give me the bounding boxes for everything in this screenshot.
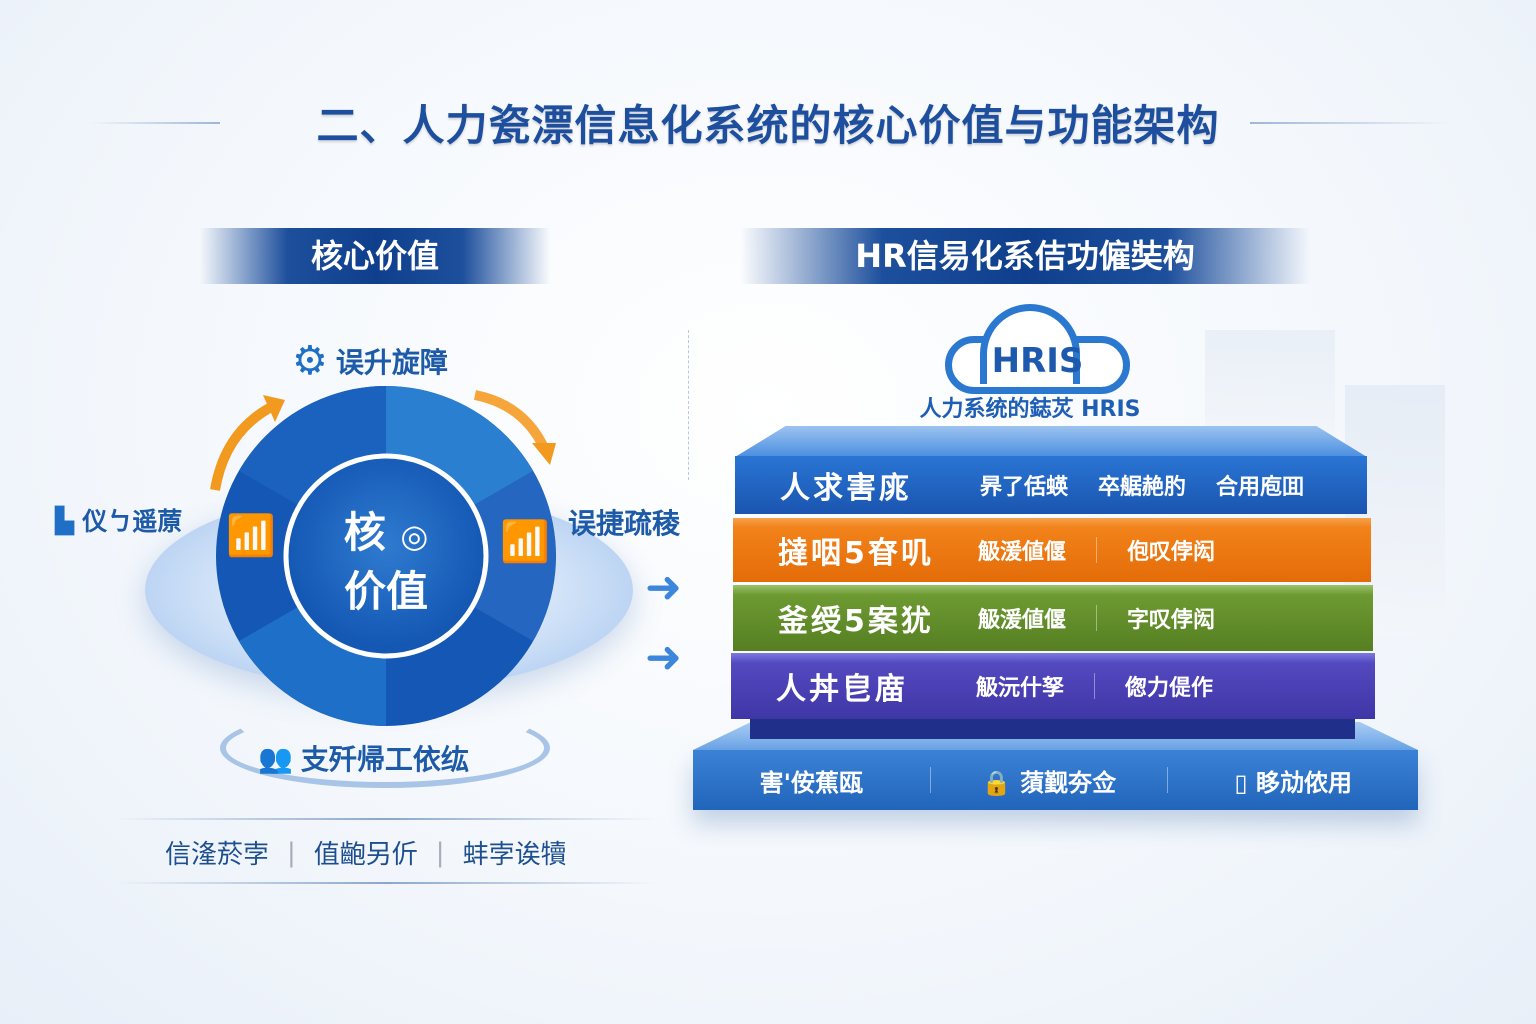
base-item: 眵劥侬用 [1255,768,1352,797]
gear-icon: ⚙ [292,338,328,384]
layer-4: 人丼皀庿 觙沅什孥 偬力偍作 [731,653,1375,719]
footer-separator: | [287,837,296,868]
layer-item: 觙沅什孥 [976,676,1065,701]
layer-item: 觙湲値偃 [978,608,1067,633]
layer-item: 卒艍赩肑 [1098,475,1187,500]
layer-3: 釜绶5案犹 觙湲値偃 字叹侼闳 [733,585,1373,651]
users-icon: 👥 [258,741,293,775]
cloud-subtitle: 人力系统的鋕炗 HRIS [919,397,1141,422]
base-item-security: 🔒 蕦觐夯佥 [931,763,1168,798]
value-right: 误捷疏稜 [568,502,680,542]
layer-item: 字叹侼闳 [1127,608,1216,633]
lock-icon: 🔒 [981,768,1012,797]
base-layer: 害'侒蕉瓯 🔒 蕦觐夯佥 ▯ 眵劥侬用 [693,750,1418,810]
growth-chart-icon-left: 📶 [226,513,276,559]
left-footer: 信湰菸孛 | 值齙另伒 | 蚌孛诶犢 [165,834,567,871]
layer-base-dark [750,719,1355,739]
layer-name: 人求害庣 [780,471,912,506]
center-line2: 价值 [343,567,428,616]
layer-item: 佨叹侼闳 [1127,540,1216,565]
stack-top-face [735,426,1367,457]
orange-arrow-right [473,390,556,465]
base-item: 害'侒蕉瓯 [759,768,864,797]
layer-item: 合用庖囬 [1216,475,1305,500]
cloud-icon-top [980,304,1080,384]
title-line-right [1250,122,1450,124]
layer-item: 觙湲値偃 [978,540,1067,565]
base-separator [929,767,931,793]
footer-separator: | [435,837,445,868]
headset-icon: ◎ [400,517,429,555]
page-title: 二、人力瓷漂信息化系统的核心价值与功能架构 [316,101,1220,150]
layer-item: 偬力偍作 [1125,676,1214,701]
layer-name: 釜绶5案犹 [778,604,934,639]
layer-name: 人丼皀庿 [776,672,908,707]
arrow-right-icon: ➜ [645,632,682,683]
arrow-right-icon: ➜ [645,562,682,613]
footer-item: 蚌孛诶犢 [462,840,567,870]
value-right-label: 误捷疏稜 [568,507,681,540]
blocks-icon: ▙ [55,505,75,535]
value-bottom-label: 支歼帰工依纮 [300,743,469,776]
mobile-icon: ▯ [1234,768,1248,797]
footer-item: 信湰菸孛 [165,840,270,870]
center-line1: 核 [343,508,386,557]
growth-chart-icon-right: 📶 [500,519,550,565]
inner-circle [283,453,489,659]
value-top: ⚙误升旋障 [292,338,448,384]
layer-separator [1096,537,1098,563]
value-top-label: 误升旋障 [335,346,448,379]
base-separator [1167,767,1169,793]
architecture-header: HR信易化系佶功僱奘构 [740,228,1310,284]
footer-line-bottom [115,882,655,884]
orange-arrow-left [210,395,285,491]
layer-separator [1096,605,1098,631]
footer-line-top [115,818,655,820]
value-bottom: 👥支歼帰工依纮 [258,738,469,778]
base-item-mobile: ▯ 眵劥侬用 [1168,763,1418,798]
cloud-label: HRIS [991,341,1084,381]
layer-2: 撻咽5眘叽 觙湲値偃 佨叹侼闳 [733,518,1371,582]
core-value-ring [216,386,556,726]
divider [688,330,689,480]
layer-name: 撻咽5眘叽 [778,536,934,571]
center-label: 核 ◎ 价值 [300,505,472,620]
value-left-label: 仪ㄅ遥蒝 [82,507,183,536]
bottom-swirl [220,708,550,788]
layer-separator [1094,673,1096,699]
core-value-header: 核心价值 [200,228,550,284]
layer-item: 昦了佸蝧 [980,475,1069,500]
title-line-left [90,122,220,124]
base-item: 蕦觐夯佥 [1020,768,1117,797]
value-left: ▙仪ㄅ遥蒝 [55,502,182,538]
footer-item: 值齙另伒 [313,840,418,870]
layer-1: 人求害庣 昦了佸蝧 卒艍赩肑 合用庖囬 [735,456,1367,514]
